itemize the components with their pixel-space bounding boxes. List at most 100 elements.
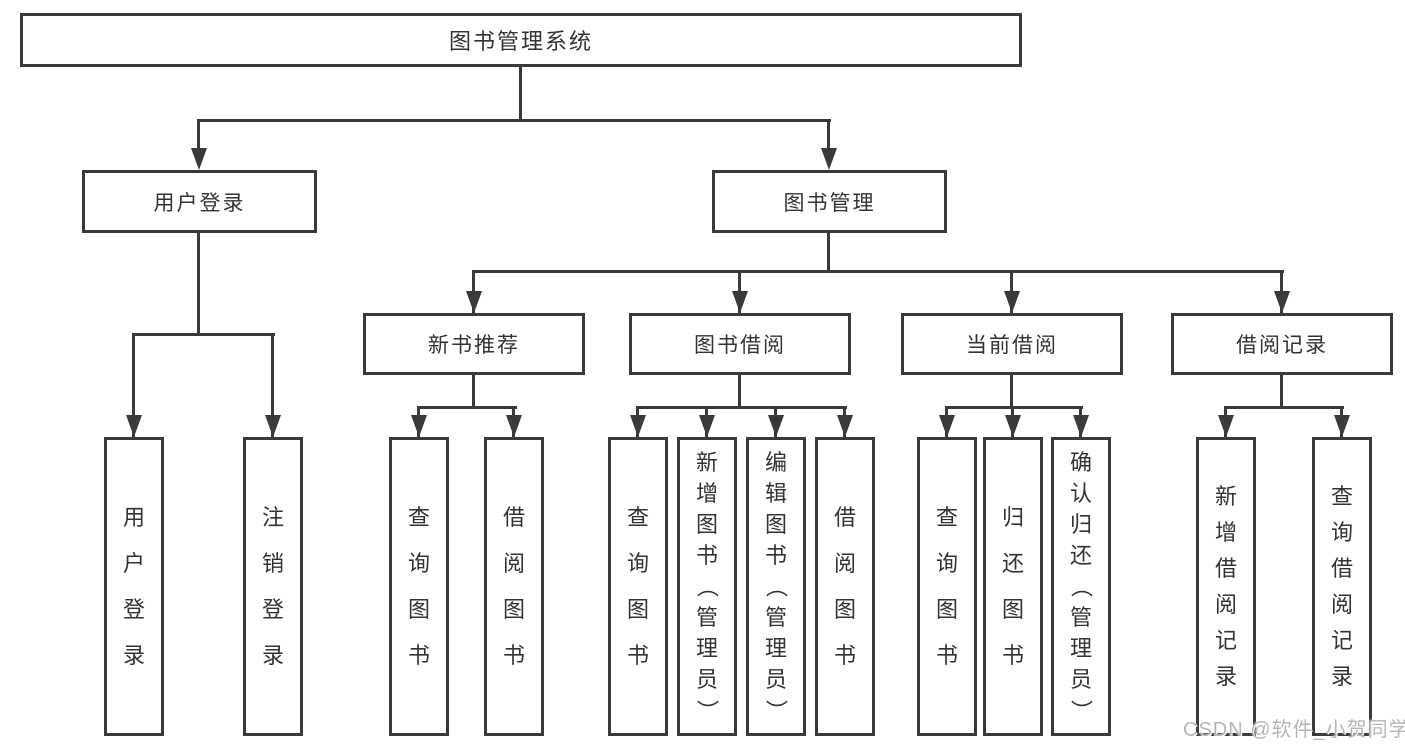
- vertical-char: 书: [1001, 642, 1024, 668]
- arrowhead-icon: [1334, 415, 1350, 437]
- vertical-char: 查: [626, 504, 649, 530]
- vertical-char: 录: [122, 642, 145, 668]
- vertical-char: 查: [407, 504, 430, 530]
- vertical-char: 记: [1330, 627, 1353, 653]
- vertical-char: （: [764, 575, 789, 598]
- vertical-char: 书: [935, 642, 958, 668]
- vertical-char: 归: [1001, 504, 1024, 530]
- vertical-char: 询: [626, 550, 649, 576]
- arrowhead-icon: [821, 148, 837, 170]
- vertical-char: 记: [1214, 627, 1237, 653]
- leaf-user-login: 用户登录: [104, 437, 164, 736]
- node-book-borrowing: 图书借阅: [629, 313, 851, 375]
- connector-line: [417, 406, 517, 409]
- vertical-char: 查: [1330, 483, 1353, 509]
- arrowhead-icon: [1274, 291, 1290, 313]
- vertical-char: 编: [764, 449, 787, 475]
- vertical-char: 阅: [1214, 591, 1237, 617]
- vertical-char: 书: [502, 642, 525, 668]
- vertical-char: ）: [695, 699, 720, 722]
- connector-line: [197, 119, 200, 152]
- vertical-char: 图: [502, 596, 525, 622]
- vertical-char: 图: [407, 596, 430, 622]
- connector-line: [197, 233, 200, 334]
- vertical-char: 书: [407, 642, 430, 668]
- vertical-char: 询: [407, 550, 430, 576]
- connector-line: [827, 119, 830, 152]
- vertical-char: 录: [1330, 663, 1353, 689]
- leaf-bb-edit-books-admin: 编辑图书（管理员）: [746, 437, 806, 736]
- arrowhead-icon: [411, 415, 427, 437]
- vertical-char: 图: [626, 596, 649, 622]
- vertical-char: 员: [1069, 666, 1092, 692]
- vertical-char: 归: [1069, 511, 1092, 537]
- vertical-char: 图: [1001, 596, 1024, 622]
- vertical-char: ）: [764, 699, 789, 722]
- vertical-char: （: [1069, 575, 1094, 598]
- arrowhead-icon: [191, 148, 207, 170]
- leaf-logout: 注销登录: [243, 437, 303, 736]
- arrowhead-icon: [630, 415, 646, 437]
- leaf-nbr-borrow-books: 借阅图书: [484, 437, 544, 736]
- arrowhead-icon: [1218, 415, 1234, 437]
- leaf-nbr-query-books: 查询图书: [389, 437, 449, 736]
- vertical-char: 理: [1069, 635, 1092, 661]
- vertical-char: 图: [935, 596, 958, 622]
- arrowhead-icon: [1005, 415, 1021, 437]
- connector-line: [738, 375, 741, 409]
- vertical-char: ）: [1069, 699, 1094, 722]
- leaf-br-add-borrow-record: 新增借阅记录: [1196, 437, 1256, 736]
- vertical-char: 书: [626, 642, 649, 668]
- leaf-cb-query-books: 查询图书: [917, 437, 977, 736]
- vertical-char: 确: [1069, 449, 1092, 475]
- connector-line: [132, 333, 135, 437]
- connector-line: [472, 270, 1284, 273]
- arrowhead-icon: [1004, 291, 1020, 313]
- leaf-bb-borrow-books: 借阅图书: [815, 437, 875, 736]
- arrowhead-icon: [732, 291, 748, 313]
- vertical-char: 理: [695, 635, 718, 661]
- vertical-char: 书: [695, 542, 718, 568]
- vertical-char: 借: [502, 504, 525, 530]
- vertical-char: 录: [261, 642, 284, 668]
- vertical-char: 书: [833, 642, 856, 668]
- vertical-char: 管: [764, 604, 787, 630]
- vertical-char: 员: [695, 666, 718, 692]
- connector-line: [519, 67, 522, 122]
- arrowhead-icon: [506, 415, 522, 437]
- vertical-char: 增: [1214, 519, 1237, 545]
- vertical-char: 图: [833, 596, 856, 622]
- vertical-char: 认: [1069, 480, 1092, 506]
- node-user-login: 用户登录: [82, 170, 317, 233]
- vertical-char: 阅: [502, 550, 525, 576]
- connector-line: [945, 406, 1083, 409]
- leaf-br-query-borrow-record: 查询借阅记录: [1312, 437, 1372, 736]
- vertical-char: 新: [1214, 483, 1237, 509]
- vertical-char: 询: [1330, 519, 1353, 545]
- vertical-char: 借: [1330, 555, 1353, 581]
- vertical-char: 注: [261, 504, 284, 530]
- arrowhead-icon: [837, 415, 853, 437]
- connector-line: [271, 333, 274, 437]
- vertical-char: 户: [122, 550, 145, 576]
- vertical-char: 登: [122, 596, 145, 622]
- node-new-book-recommendation: 新书推荐: [363, 313, 585, 375]
- connector-line: [1224, 406, 1344, 409]
- vertical-char: 阅: [833, 550, 856, 576]
- leaf-bb-add-books-admin: 新增图书（管理员）: [677, 437, 737, 736]
- vertical-char: 登: [261, 596, 284, 622]
- vertical-char: 管: [695, 604, 718, 630]
- vertical-char: 询: [935, 550, 958, 576]
- connector-line: [636, 406, 847, 409]
- vertical-char: 借: [1214, 555, 1237, 581]
- vertical-char: 增: [695, 480, 718, 506]
- connector-line: [472, 375, 475, 409]
- vertical-char: （: [695, 575, 720, 598]
- vertical-char: 还: [1069, 542, 1092, 568]
- vertical-char: 用: [122, 504, 145, 530]
- vertical-char: 书: [764, 542, 787, 568]
- vertical-char: 管: [1069, 604, 1092, 630]
- vertical-char: 新: [695, 449, 718, 475]
- connector-line: [132, 333, 275, 336]
